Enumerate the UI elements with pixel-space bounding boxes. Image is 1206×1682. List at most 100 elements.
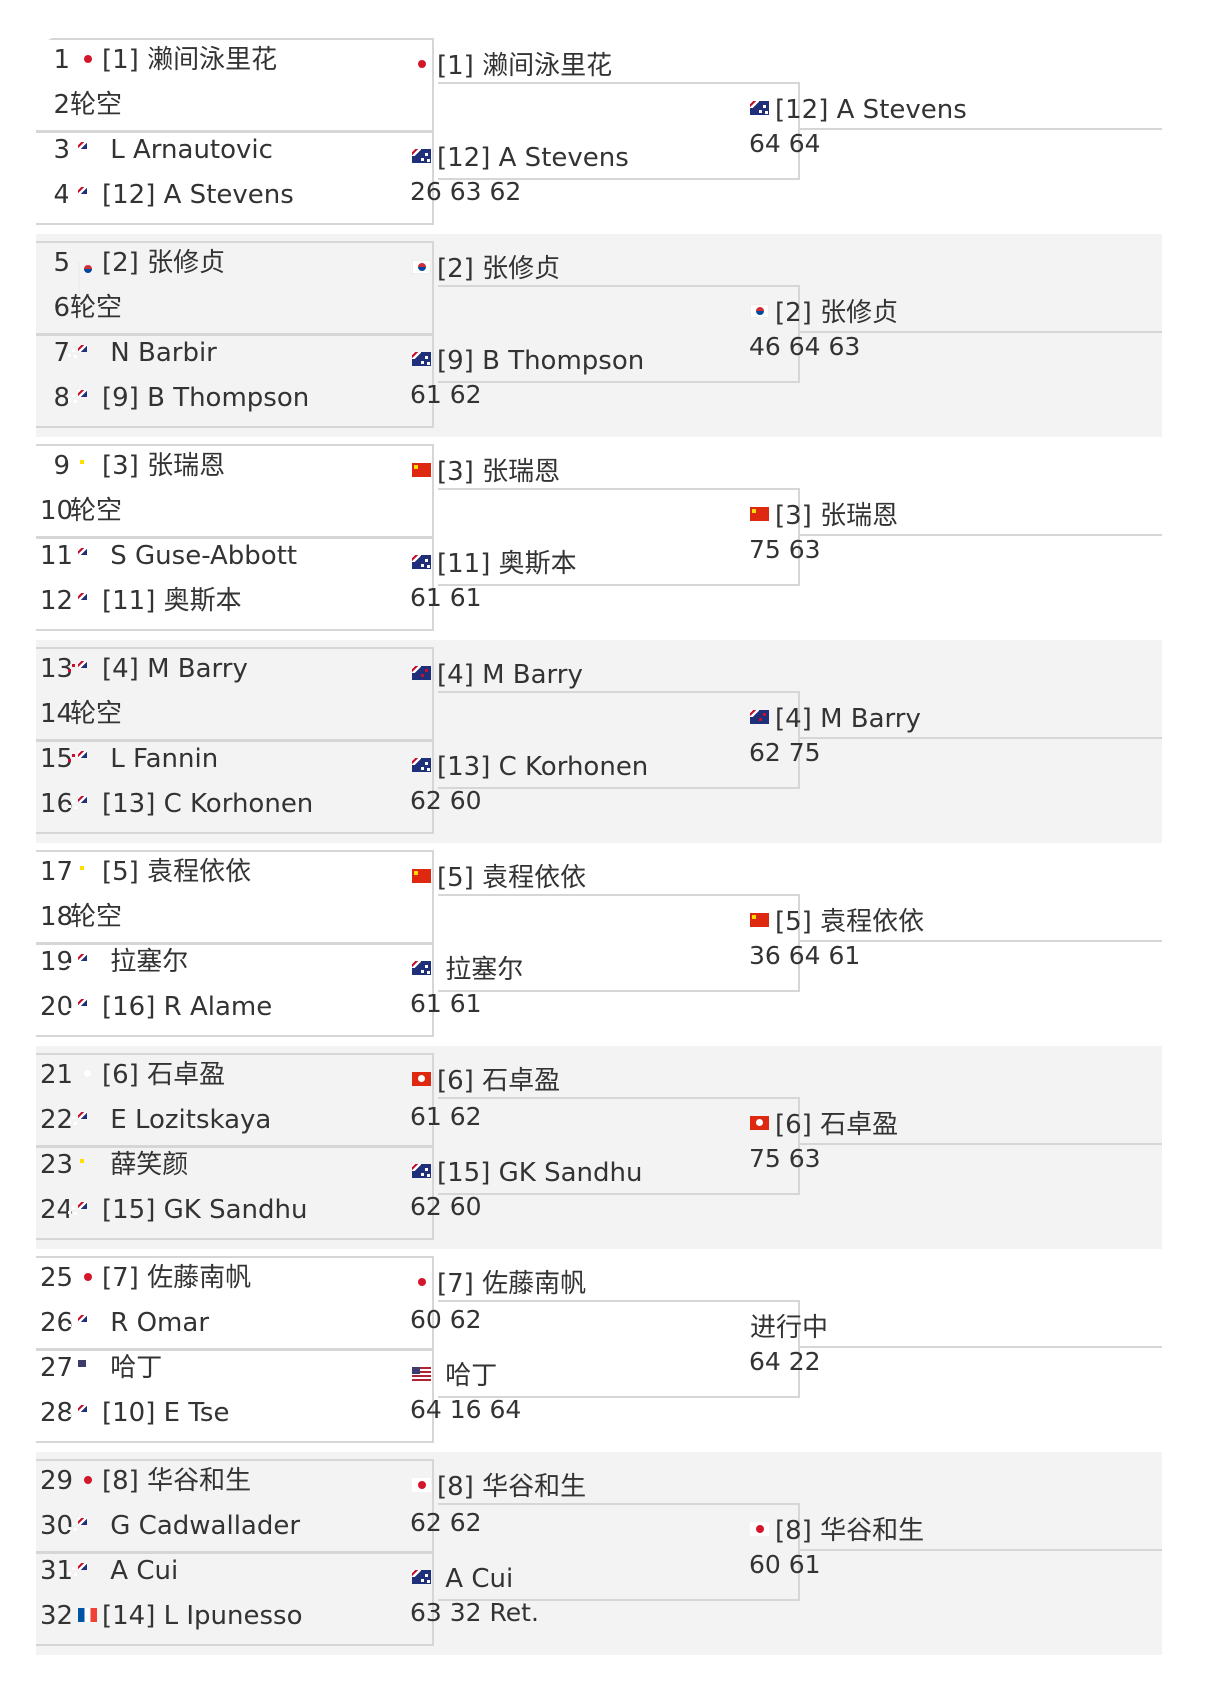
player-row[interactable]: 23 薛笑颜: [36, 1142, 434, 1188]
player-name: [3] 张瑞恩: [775, 501, 899, 531]
second-round-player[interactable]: A Cui: [412, 1563, 513, 1595]
draw-number: 12: [40, 586, 74, 616]
third-round-player[interactable]: [6] 石卓盈: [750, 1109, 898, 1141]
match-score: 60 62: [410, 1305, 482, 1334]
second-round-player[interactable]: [2] 张修贞: [412, 253, 560, 285]
third-round-player[interactable]: [8] 华谷和生: [750, 1515, 924, 1547]
draw-number: 15: [40, 744, 74, 774]
draw-number: 16: [40, 789, 74, 819]
flag-cn-icon: [412, 869, 431, 883]
player-row[interactable]: 16[13] C Korhonen: [36, 781, 434, 827]
player-name: [4] M Barry: [437, 660, 583, 690]
player-name: [6] 石卓盈: [775, 1110, 899, 1140]
first-round-match: [36, 1256, 434, 1351]
second-round-player[interactable]: 哈丁: [412, 1360, 497, 1392]
second-round-player[interactable]: [1] 濑间泳里花: [412, 50, 612, 82]
flag-cn-icon: [412, 463, 431, 477]
player-row[interactable]: 27 哈丁: [36, 1345, 434, 1391]
third-round-player[interactable]: [12] A Stevens: [750, 94, 967, 126]
player-row[interactable]: 12[11] 奥斯本: [36, 578, 434, 624]
player-name: 哈丁: [437, 1361, 498, 1391]
player-row[interactable]: 22 E Lozitskaya: [36, 1097, 434, 1143]
player-row[interactable]: 4[12] A Stevens: [36, 172, 434, 218]
second-round-player[interactable]: [8] 华谷和生: [412, 1471, 586, 1503]
player-row[interactable]: 19 拉塞尔: [36, 939, 434, 985]
player-row[interactable]: 17[5] 袁程依依: [36, 849, 434, 895]
second-round-player[interactable]: [4] M Barry: [412, 659, 583, 691]
player-name: 进行中: [750, 1313, 829, 1343]
player-row[interactable]: 24[15] GK Sandhu: [36, 1187, 434, 1233]
flag-hk-icon: [750, 1116, 769, 1130]
second-round-player[interactable]: [7] 佐藤南帆: [412, 1268, 586, 1300]
third-round-player[interactable]: [4] M Barry: [750, 703, 921, 735]
draw-number: 18: [40, 902, 74, 932]
player-row[interactable]: 3 L Arnautovic: [36, 127, 434, 173]
player-row[interactable]: 7 N Barbir: [36, 330, 434, 376]
flag-au-icon: [412, 758, 431, 772]
third-round-player[interactable]: [2] 张修贞: [750, 297, 898, 329]
third-round-player[interactable]: [5] 袁程依依: [750, 906, 924, 938]
player-row[interactable]: 15 L Fannin: [36, 736, 434, 782]
third-round-player[interactable]: 进行中: [750, 1312, 828, 1344]
match-score: 63 32 Ret.: [410, 1598, 539, 1627]
player-name: E Lozitskaya: [102, 1105, 272, 1135]
player-row[interactable]: 26 R Omar: [36, 1300, 434, 1346]
player-row[interactable]: 25[7] 佐藤南帆: [36, 1255, 434, 1301]
player-name: A Cui: [437, 1564, 514, 1594]
first-round-match: [36, 739, 434, 834]
player-name: [8] 华谷和生: [102, 1466, 252, 1496]
player-row[interactable]: 11 S Guse-Abbott: [36, 533, 434, 579]
player-name: [9] B Thompson: [102, 383, 310, 413]
player-row[interactable]: 30 G Cadwallader: [36, 1503, 434, 1549]
player-row[interactable]: 29[8] 华谷和生: [36, 1458, 434, 1504]
second-round-player[interactable]: [15] GK Sandhu: [412, 1157, 642, 1189]
player-row[interactable]: 32[14] L Ipunesso: [36, 1593, 434, 1639]
player-row[interactable]: 1[1] 濑间泳里花: [36, 37, 434, 83]
player-name: [4] M Barry: [775, 704, 921, 734]
player-row[interactable]: 28[10] E Tse: [36, 1390, 434, 1436]
flag-jp-icon: [412, 57, 431, 71]
second-round-player[interactable]: [12] A Stevens: [412, 142, 629, 174]
second-round-player[interactable]: [3] 张瑞恩: [412, 456, 560, 488]
second-round-player[interactable]: 拉塞尔: [412, 954, 523, 986]
player-name: 轮空: [70, 90, 123, 120]
flag-jp-icon: [412, 1478, 431, 1492]
bracket-line: [798, 331, 1162, 333]
second-round-player[interactable]: [5] 袁程依依: [412, 862, 586, 894]
second-round-player[interactable]: [13] C Korhonen: [412, 751, 648, 783]
player-name: [12] A Stevens: [775, 95, 967, 125]
flag-kr-icon: [78, 262, 80, 294]
third-round-player[interactable]: [3] 张瑞恩: [750, 500, 898, 532]
player-row[interactable]: 5[2] 张修贞: [36, 240, 434, 294]
match-score: 64 22: [749, 1347, 821, 1376]
second-round-bracket: [438, 1503, 800, 1601]
player-name: [14] L Ipunesso: [102, 1601, 303, 1631]
second-round-player[interactable]: [9] B Thompson: [412, 345, 644, 377]
player-row[interactable]: 20[16] R Alame: [36, 984, 434, 1030]
second-round-player[interactable]: [6] 石卓盈: [412, 1065, 560, 1097]
draw-number: 27: [40, 1353, 74, 1383]
flag-au-icon: [412, 555, 431, 569]
second-round-bracket: [438, 285, 800, 383]
draw-number: 23: [40, 1150, 74, 1180]
player-row[interactable]: 9[3] 张瑞恩: [36, 443, 434, 489]
flag-hk-icon: [412, 1072, 431, 1086]
player-row[interactable]: 21[6] 石卓盈: [36, 1052, 434, 1098]
flag-cn-icon: [750, 507, 769, 521]
bracket-line: [798, 940, 1162, 942]
first-round-match: [36, 1053, 434, 1148]
second-round-player[interactable]: [11] 奥斯本: [412, 548, 577, 580]
draw-number: 10: [40, 496, 74, 526]
player-row[interactable]: 13[4] M Barry: [36, 646, 434, 692]
match-score: 64 16 64: [410, 1395, 522, 1424]
flag-au-icon: [412, 149, 431, 163]
player-row[interactable]: 31 A Cui: [36, 1548, 434, 1594]
player-row[interactable]: 8[9] B Thompson: [36, 375, 434, 421]
match-score: 62 75: [749, 738, 821, 767]
